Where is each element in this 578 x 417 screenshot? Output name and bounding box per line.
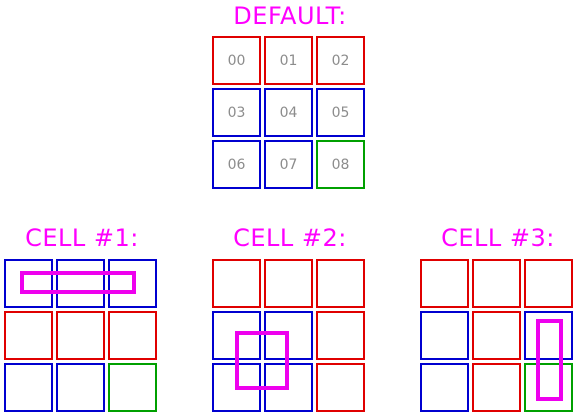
default-cell-7: 07 [264, 140, 313, 189]
example-3-cell-4 [472, 311, 521, 360]
example-2-cell-8 [316, 363, 365, 412]
default-cell-8: 08 [316, 140, 365, 189]
default-cell-4: 04 [264, 88, 313, 137]
example-1-cell-5 [108, 311, 157, 360]
default-cell-label: 07 [279, 156, 298, 173]
default-cell-label: 06 [227, 156, 246, 173]
example-2-cell-2 [316, 259, 365, 308]
example-3-cell-3 [420, 311, 469, 360]
default-cell-0: 00 [212, 36, 261, 85]
default-cell-3: 03 [212, 88, 261, 137]
example-2-cell-5 [316, 311, 365, 360]
example-3-cell-8 [524, 363, 573, 412]
example-3-cell-7 [472, 363, 521, 412]
example-1-cell-0 [4, 259, 53, 308]
default-cell-label: 04 [279, 104, 298, 121]
default-title: DEFAULT: [233, 2, 347, 30]
default-cell-5: 05 [316, 88, 365, 137]
example-3-highlight [536, 319, 563, 401]
example-1-cell-2 [108, 259, 157, 308]
example-1-highlight [20, 271, 136, 294]
example-3-cell-5 [524, 311, 573, 360]
example-3-cell-6 [420, 363, 469, 412]
default-cell-label: 01 [279, 52, 298, 69]
default-cell-label: 03 [227, 104, 246, 121]
example-1-cell-3 [4, 311, 53, 360]
example-3-cell-0 [420, 259, 469, 308]
default-cell-label: 00 [227, 52, 246, 69]
example-3-title: CELL #3: [441, 224, 555, 252]
default-cell-6: 06 [212, 140, 261, 189]
example-2-cell-1 [264, 259, 313, 308]
default-cell-1: 01 [264, 36, 313, 85]
default-cell-2: 02 [316, 36, 365, 85]
example-2-title: CELL #2: [233, 224, 347, 252]
default-cell-label: 08 [331, 156, 350, 173]
example-3-cell-1 [472, 259, 521, 308]
example-3-cell-2 [524, 259, 573, 308]
example-1-cell-6 [4, 363, 53, 412]
default-cell-label: 02 [331, 52, 350, 69]
example-1-cell-7 [56, 363, 105, 412]
default-cell-label: 05 [331, 104, 350, 121]
example-2-highlight [235, 331, 289, 390]
example-1-cell-4 [56, 311, 105, 360]
example-1-title: CELL #1: [25, 224, 139, 252]
example-1-cell-1 [56, 259, 105, 308]
example-2-cell-0 [212, 259, 261, 308]
example-1-cell-8 [108, 363, 157, 412]
